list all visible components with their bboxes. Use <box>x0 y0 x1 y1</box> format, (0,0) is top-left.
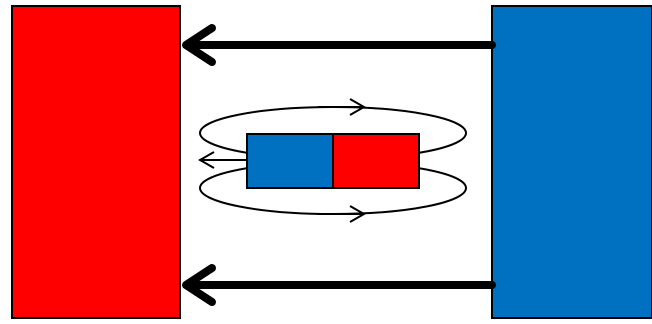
left-field-arrow <box>200 152 246 168</box>
top-force-arrow <box>186 28 492 62</box>
magnet-right-half <box>333 134 419 188</box>
lower-loop-direction-arrow <box>318 206 364 222</box>
magnet-left-half <box>247 134 333 188</box>
right-block <box>492 6 652 318</box>
bottom-force-arrow <box>186 268 492 302</box>
upper-loop-direction-arrow <box>318 99 364 115</box>
left-block <box>12 6 180 318</box>
